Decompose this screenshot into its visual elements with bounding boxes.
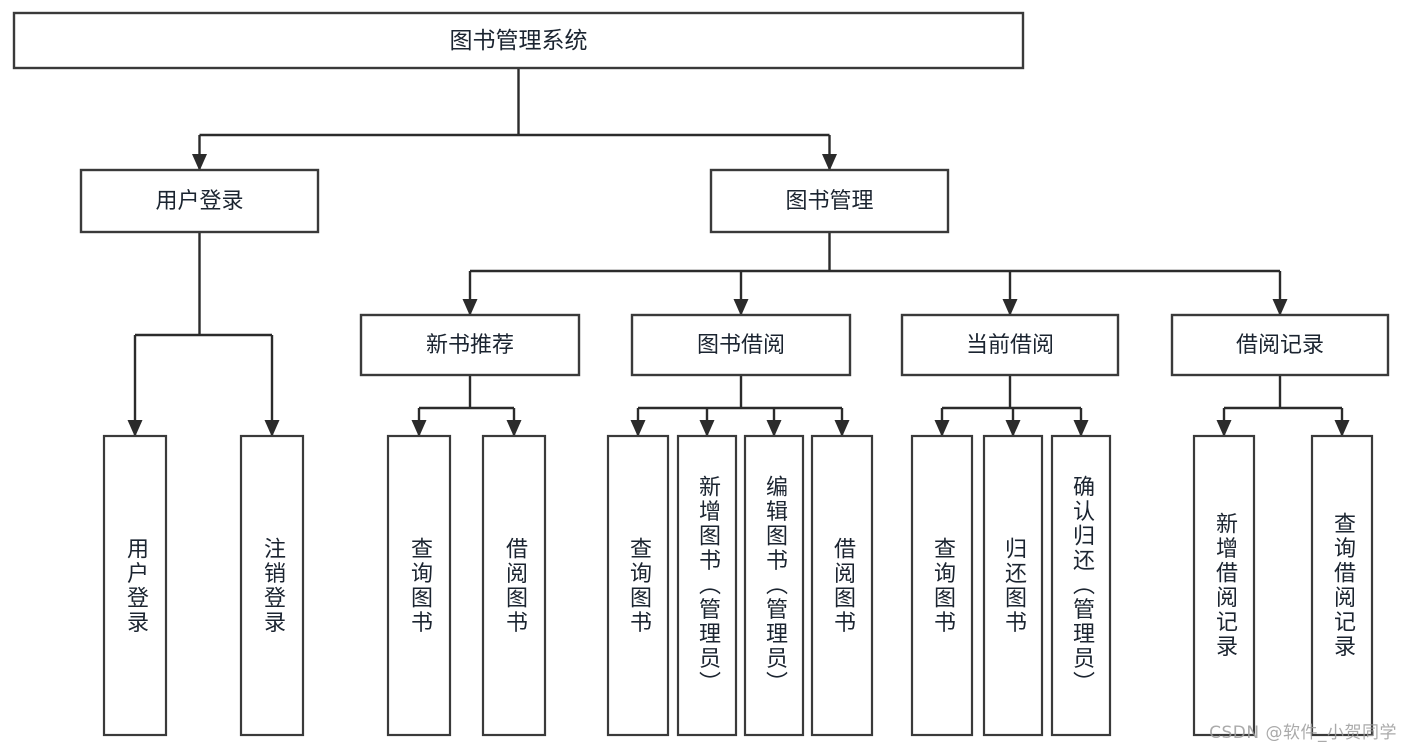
bookmanage-arrow-0: [462, 299, 478, 316]
node-box-current-borrow[interactable]: [900, 313, 1120, 377]
node-box-borrow-book-do[interactable]: [810, 434, 874, 737]
borrow-record-arrow-0: [1216, 420, 1232, 437]
node-box-user-logout[interactable]: [239, 434, 305, 737]
node-box-query-book-rec[interactable]: [386, 434, 452, 737]
connectors-layer: [127, 68, 1350, 437]
node-box-root[interactable]: [12, 11, 1025, 70]
node-label-book-borrow: 图书借阅: [697, 333, 785, 358]
node-box-book-borrow[interactable]: [630, 313, 852, 377]
node-box-user-login[interactable]: [79, 168, 320, 234]
new-book-rec-arrow-1: [506, 420, 522, 437]
new-book-rec-arrow-0: [411, 420, 427, 437]
userlogin-arrow-0: [127, 420, 143, 437]
node-label-root: 图书管理系统: [450, 28, 588, 54]
current-borrow-arrow-0: [934, 420, 950, 437]
root-arrow-0: [192, 154, 207, 171]
bookmanage-arrow-3: [1272, 299, 1288, 316]
node-box-user-login-do[interactable]: [102, 434, 168, 737]
node-box-borrow-record[interactable]: [1170, 313, 1390, 377]
bookmanage-arrow-1: [733, 299, 749, 316]
node-box-query-book-current[interactable]: [910, 434, 974, 737]
current-borrow-arrow-2: [1073, 420, 1089, 437]
node-box-return-book[interactable]: [982, 434, 1044, 737]
root-arrow-1: [822, 154, 837, 171]
node-box-book-manage[interactable]: [709, 168, 950, 234]
watermark-text: CSDN @软件_小贺同学: [1209, 723, 1397, 743]
node-box-query-borrow-record[interactable]: [1310, 434, 1374, 737]
node-label-current-borrow: 当前借阅: [966, 333, 1054, 358]
bookmanage-arrow-2: [1002, 299, 1018, 316]
node-label-new-book-rec: 新书推荐: [426, 333, 514, 358]
userlogin-arrow-1: [264, 420, 280, 437]
node-box-edit-book-admin[interactable]: [743, 434, 805, 737]
node-label-book-manage: 图书管理: [785, 189, 873, 214]
boxes-layer: [12, 11, 1390, 737]
node-label-borrow-record: 借阅记录: [1236, 333, 1324, 358]
node-box-confirm-return-admin[interactable]: [1050, 434, 1112, 737]
book-borrow-arrow-0: [630, 420, 646, 437]
node-label-user-login: 用户登录: [155, 189, 243, 214]
borrow-record-arrow-1: [1334, 420, 1350, 437]
node-box-borrow-book-rec[interactable]: [481, 434, 547, 737]
book-borrow-arrow-3: [834, 420, 850, 437]
node-box-add-book-admin[interactable]: [676, 434, 738, 737]
node-box-add-borrow-record[interactable]: [1192, 434, 1256, 737]
book-borrow-arrow-2: [766, 420, 782, 437]
current-borrow-arrow-1: [1005, 420, 1021, 437]
book-borrow-arrow-1: [699, 420, 715, 437]
node-box-query-book-borrow[interactable]: [606, 434, 670, 737]
node-box-new-book-rec[interactable]: [359, 313, 581, 377]
